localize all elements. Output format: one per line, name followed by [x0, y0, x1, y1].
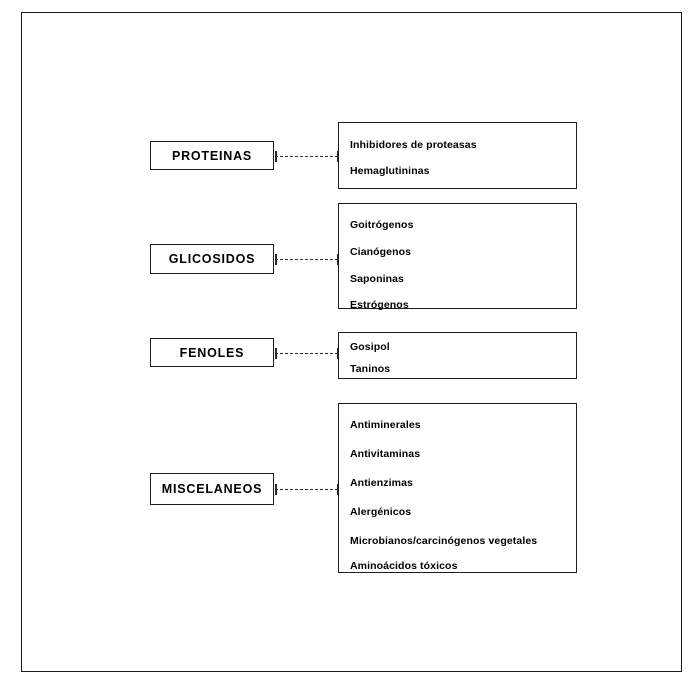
category-label-proteinas: PROTEINAS	[171, 148, 253, 163]
list-item: Taninos	[350, 363, 391, 375]
connector-cap-proteinas-left	[275, 151, 277, 162]
category-box-proteinas[interactable]: PROTEINAS	[150, 141, 274, 170]
connector-fenoles	[275, 353, 338, 354]
list-item: Estrógenos	[350, 299, 409, 311]
list-item: Antivitaminas	[350, 448, 421, 460]
list-item: Goitrógenos	[350, 219, 414, 231]
list-item: Alergénicos	[350, 506, 412, 518]
content-box-glicosidos: Goitrógenos Cianógenos Saponinas Estróge…	[338, 203, 577, 311]
content-box-miscelaneos: Antiminerales Antivitaminas Antienzimas …	[338, 403, 577, 573]
category-label-glicosidos: GLICOSIDOS	[168, 252, 256, 266]
content-box-fenoles: Gosipol Taninos	[338, 332, 577, 379]
content-box-proteinas: Inhibidores de proteasas Hemaglutininas	[338, 122, 577, 189]
list-item: Antienzimas	[350, 477, 413, 489]
list-item: Inhibidores de proteasas	[350, 139, 477, 151]
category-box-fenoles[interactable]: FENOLES	[150, 338, 274, 367]
list-item: Gosipol	[350, 341, 390, 353]
list-item: Aminoácidos tóxicos	[350, 560, 458, 572]
list-item: Antiminerales	[350, 419, 421, 431]
connector-miscelaneos	[275, 489, 338, 490]
connector-cap-glicosidos-left	[275, 254, 277, 265]
connector-cap-glicosidos-right	[337, 254, 339, 265]
connector-glicosidos	[275, 259, 338, 260]
list-item: Hemaglutininas	[350, 165, 430, 177]
connector-cap-fenoles-right	[337, 348, 339, 359]
connector-cap-fenoles-left	[275, 348, 277, 359]
category-box-miscelaneos[interactable]: MISCELANEOS	[150, 473, 274, 505]
connector-cap-miscelaneos-left	[275, 484, 277, 495]
connector-cap-proteinas-right	[337, 151, 339, 162]
connector-proteinas	[275, 156, 338, 157]
category-box-glicosidos[interactable]: GLICOSIDOS	[150, 244, 274, 274]
list-item: Cianógenos	[350, 246, 412, 258]
page-border: PROTEINAS Inhibidores de proteasas Hemag…	[21, 12, 682, 672]
list-item: Saponinas	[350, 273, 404, 285]
connector-cap-miscelaneos-right	[337, 484, 339, 495]
list-item: Microbianos/carcinógenos vegetales	[350, 535, 538, 547]
category-label-fenoles: FENOLES	[179, 345, 245, 360]
category-label-miscelaneos: MISCELANEOS	[161, 482, 263, 496]
